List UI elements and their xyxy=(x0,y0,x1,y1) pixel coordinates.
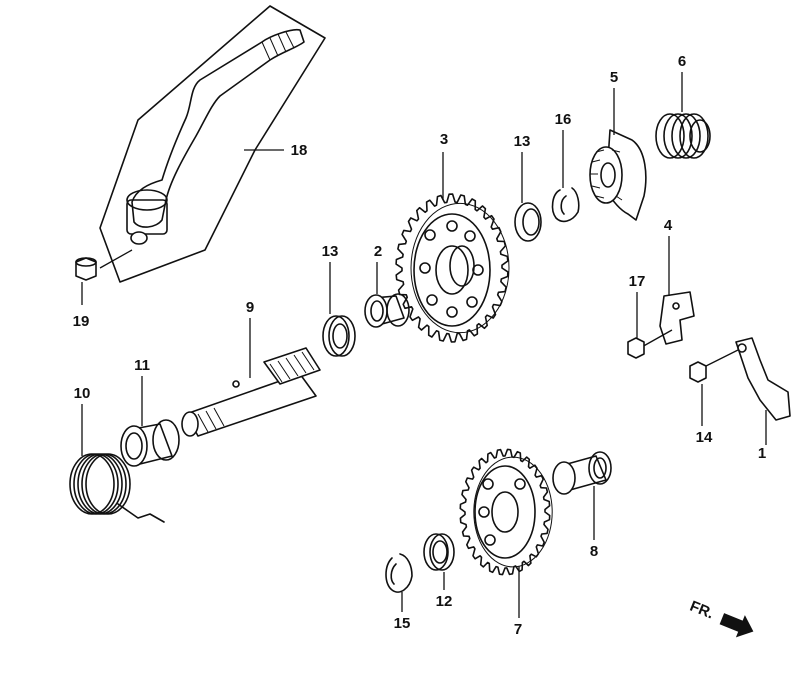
circlip-part-15 xyxy=(385,553,413,593)
callout-14: 14 xyxy=(696,429,713,446)
callout-4: 4 xyxy=(664,217,673,234)
callout-5: 5 xyxy=(610,69,618,86)
callout-13-lower: 13 xyxy=(322,243,339,260)
gear-part-3 xyxy=(395,193,510,343)
washer-part-12 xyxy=(423,533,455,571)
guide-part-1 xyxy=(735,337,791,421)
callout-1: 1 xyxy=(758,445,766,462)
spring-part-6 xyxy=(655,113,711,159)
bolt-part-17 xyxy=(627,329,673,359)
callout-12: 12 xyxy=(436,593,453,610)
callout-15: 15 xyxy=(394,615,411,632)
callout-11: 11 xyxy=(134,357,150,374)
front-direction-marker: FR. xyxy=(687,598,754,638)
callout-16: 16 xyxy=(555,111,572,128)
callout-2: 2 xyxy=(374,243,382,260)
bushing-part-2 xyxy=(364,293,410,328)
callout-10: 10 xyxy=(74,385,91,402)
stopper-plate-part-4 xyxy=(659,291,695,345)
callout-19: 19 xyxy=(73,313,90,330)
gear3teeth-rim xyxy=(410,202,510,334)
arrow-right-icon xyxy=(719,613,754,638)
gear-part-7 xyxy=(459,448,553,576)
bolt-part-19 xyxy=(75,249,133,281)
return-spring-part-10 xyxy=(69,453,165,523)
washer-part-13-upper xyxy=(514,202,542,242)
shaft-part-9 xyxy=(181,347,321,437)
bushing-part-11 xyxy=(120,419,180,467)
washer-part-13-lower xyxy=(322,315,356,357)
callout-7: 7 xyxy=(514,621,522,638)
bushing-part-8 xyxy=(552,451,612,495)
circlip-part-16 xyxy=(551,187,580,223)
callout-18: 18 xyxy=(291,142,308,159)
callout-13-upper: 13 xyxy=(514,133,531,150)
gear7teeth-rim xyxy=(473,456,553,568)
gear3teeth-outline xyxy=(395,193,509,343)
callout-3: 3 xyxy=(440,131,448,148)
callout-6: 6 xyxy=(678,53,686,70)
fr-label: FR. xyxy=(687,598,716,623)
kick-pedal-part-18 xyxy=(99,5,326,283)
bolt-part-14 xyxy=(689,349,739,383)
callout-9: 9 xyxy=(246,299,254,316)
callout-17: 17 xyxy=(629,273,646,290)
ratchet-part-5 xyxy=(589,129,647,221)
callout-8: 8 xyxy=(590,543,598,560)
